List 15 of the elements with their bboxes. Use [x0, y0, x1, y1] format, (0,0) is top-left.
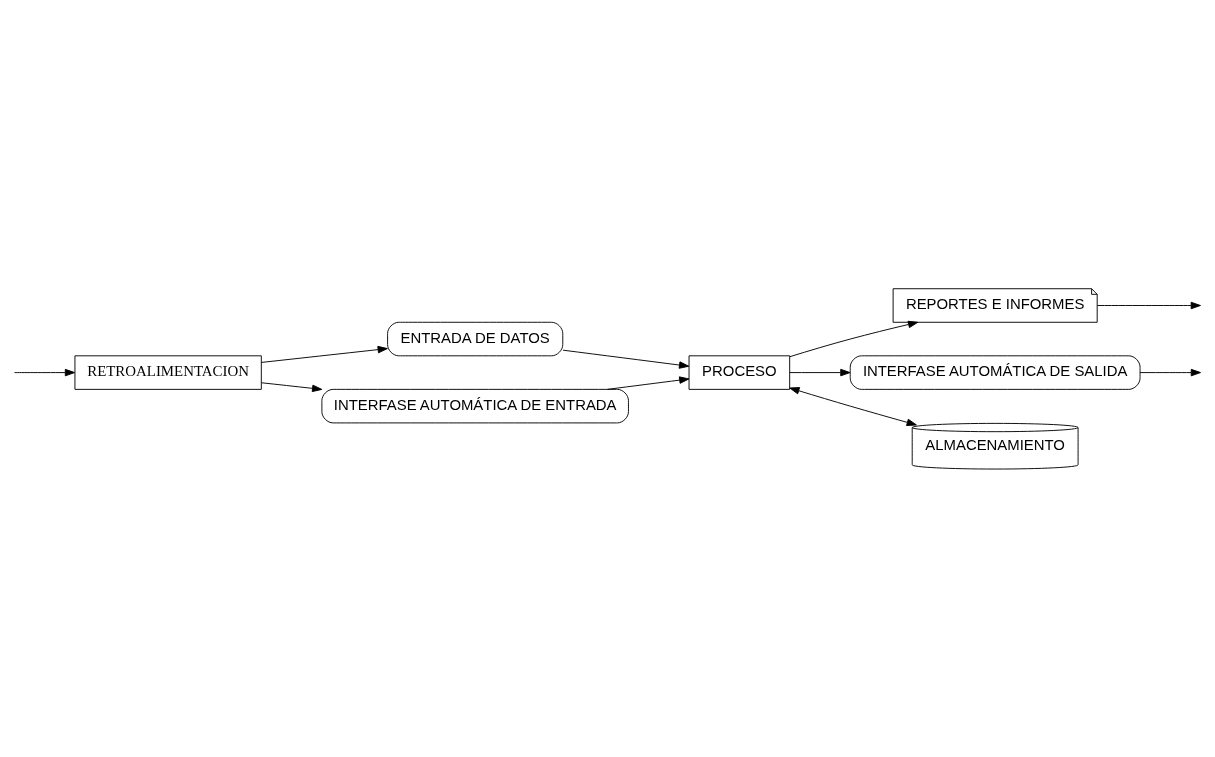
node-box: INTERFASE AUTOMÁTICA DE SALIDA: [849, 354, 1141, 390]
arrow: [789, 386, 917, 426]
arrow: [1097, 301, 1201, 309]
node-box: RETROALIMENTACION: [74, 354, 262, 390]
arrow: [261, 345, 388, 363]
arrow: [607, 375, 690, 390]
arrow: [789, 320, 919, 357]
node-box: PROCESO: [688, 354, 791, 390]
arrow: [789, 368, 851, 376]
node-box: INTERFASE AUTOMÁTICA DE ENTRADA: [321, 388, 629, 423]
arrow: [261, 381, 323, 392]
arrow: [1139, 368, 1201, 376]
arrow: [562, 349, 690, 369]
node-box: ENTRADA DE DATOS: [387, 321, 564, 356]
arrow: [14, 368, 76, 376]
